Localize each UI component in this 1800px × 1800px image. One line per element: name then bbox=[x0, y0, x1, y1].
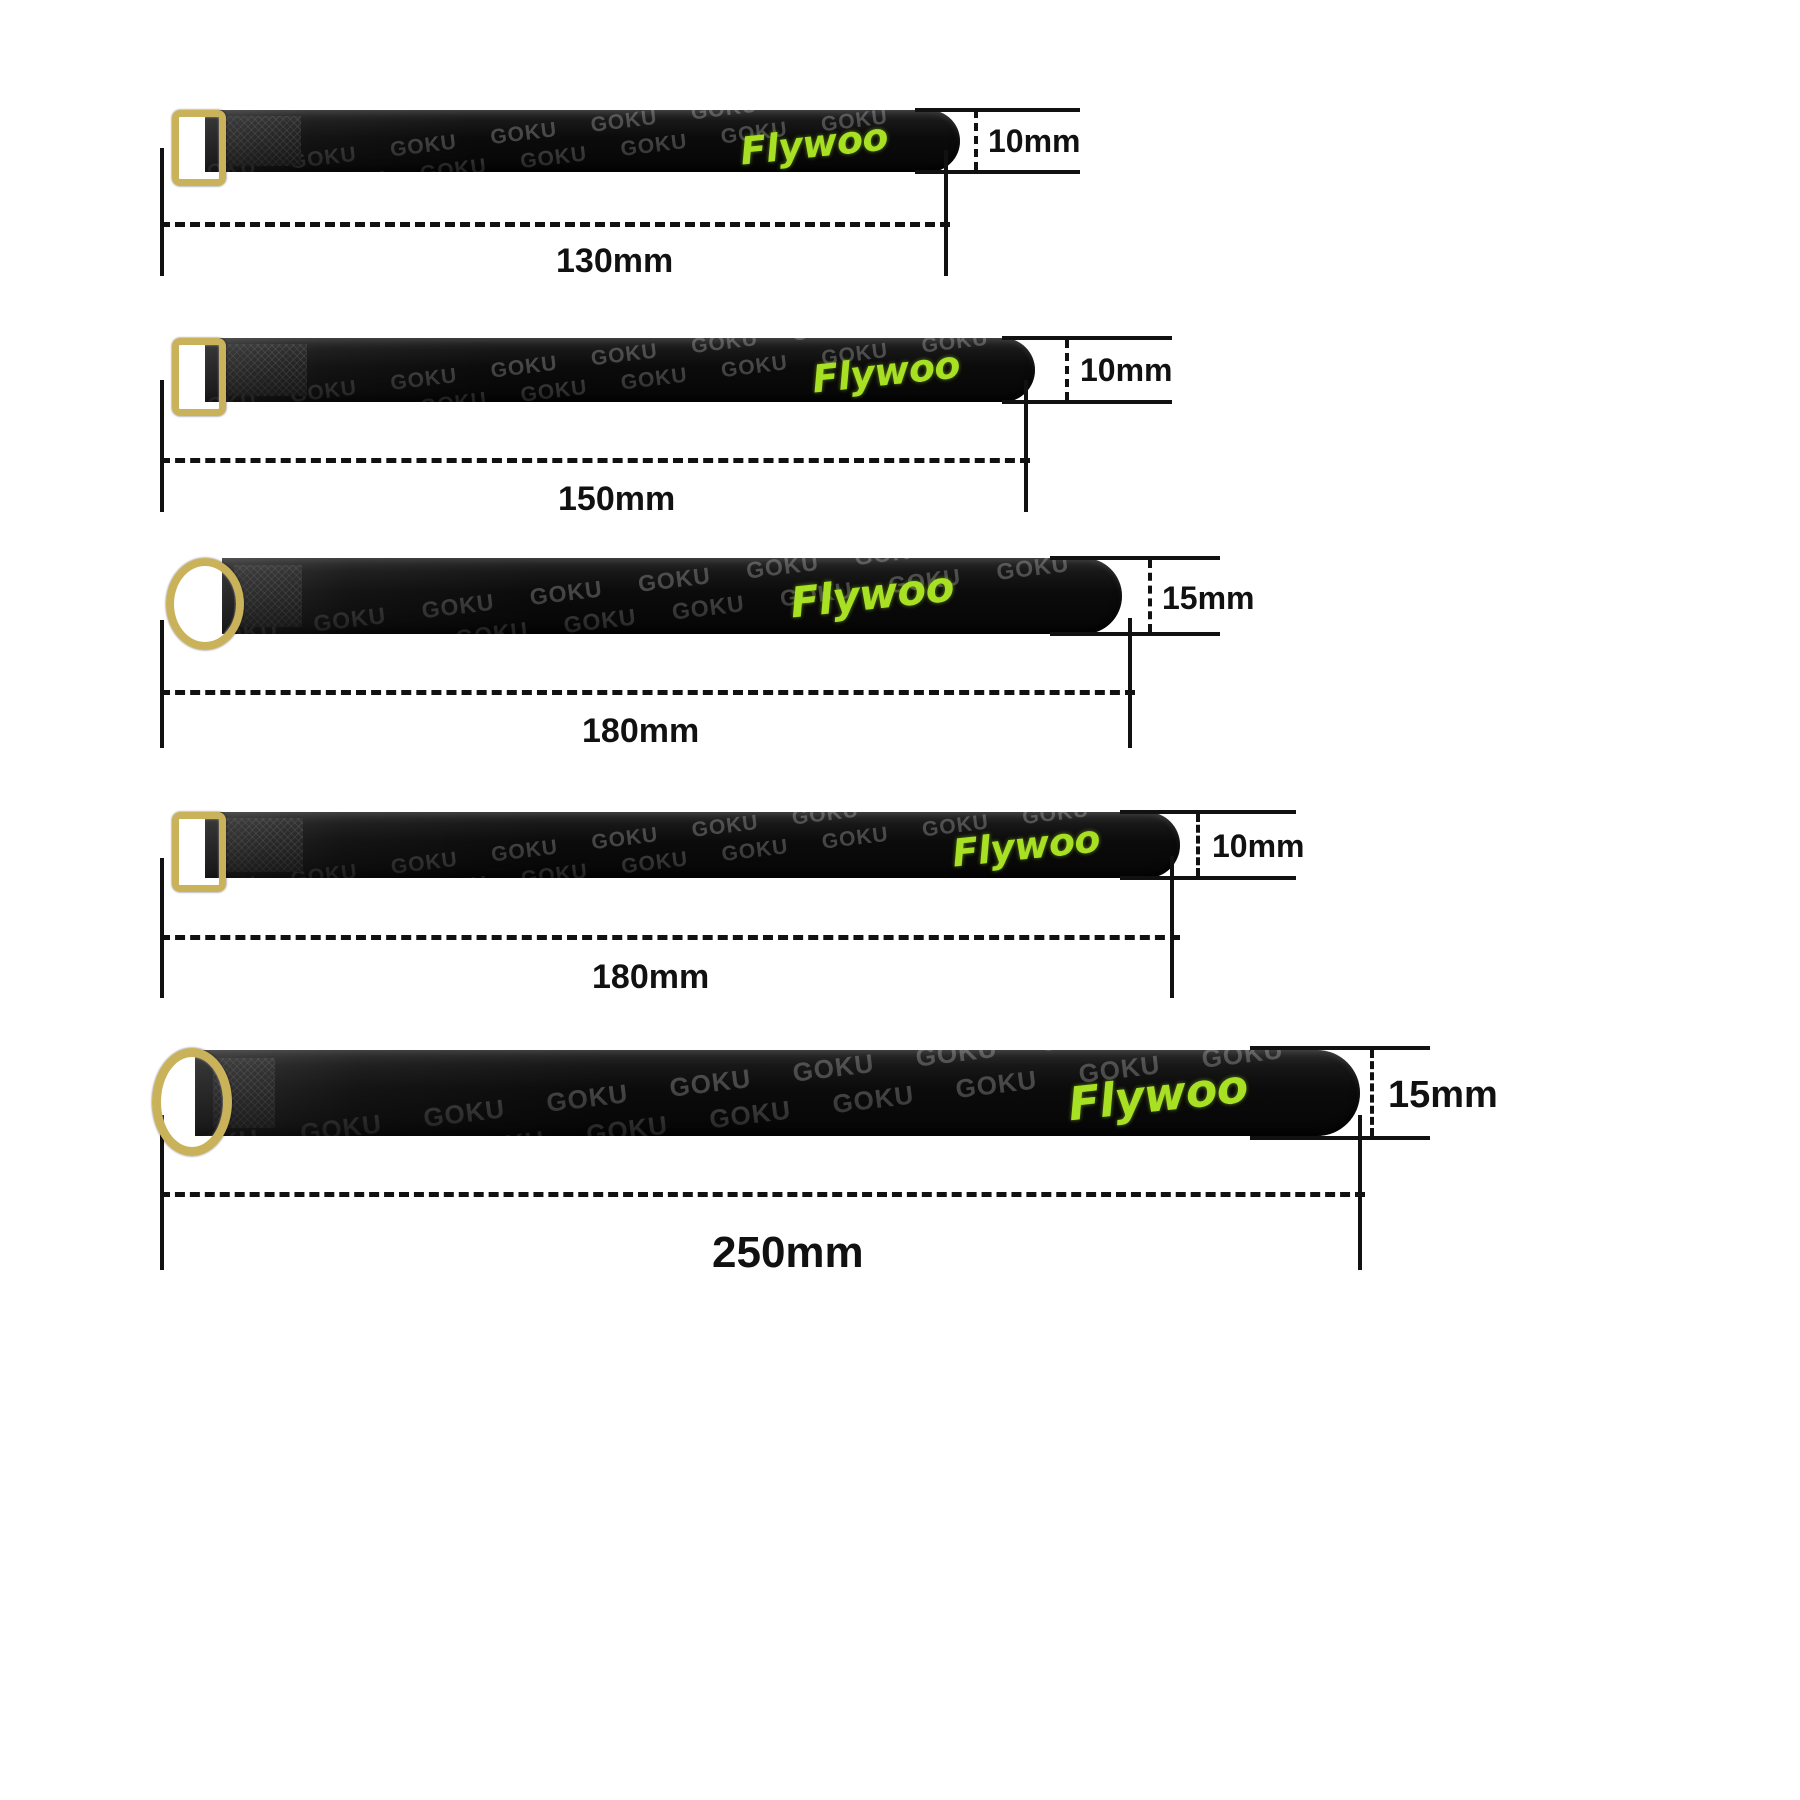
watermark-text: GOKU bbox=[519, 142, 589, 172]
watermark-text: GOKU bbox=[421, 1092, 507, 1133]
buckle-ring-150 bbox=[172, 338, 226, 416]
watermark-text: GOKU bbox=[720, 835, 790, 867]
width-label-130: 10mm bbox=[988, 123, 1081, 159]
velcro-texture bbox=[223, 344, 307, 396]
watermark-text: GOKU bbox=[719, 351, 790, 383]
length-dim-line-150 bbox=[160, 458, 1030, 463]
width-leader-bottom-150 bbox=[1002, 400, 1172, 404]
extension-line-right-180b bbox=[1170, 856, 1174, 998]
width-leader-bottom-180b bbox=[1120, 876, 1296, 880]
velcro-patch-180b bbox=[223, 818, 303, 872]
watermark-text: GOKU bbox=[298, 1107, 384, 1136]
watermark-text: GOKU bbox=[389, 363, 459, 395]
width-leader-top-180b bbox=[1120, 810, 1296, 814]
extension-line-right-130 bbox=[944, 150, 948, 276]
width-leader-top-150 bbox=[1002, 336, 1172, 340]
extension-line-left-130 bbox=[160, 148, 164, 276]
velcro-texture bbox=[223, 818, 303, 872]
buckle-ring-180b bbox=[172, 812, 226, 892]
watermark-text: GOKU bbox=[636, 561, 713, 597]
watermark-text: GOKU bbox=[562, 602, 638, 634]
length-label-130: 130mm bbox=[556, 242, 674, 280]
watermark-text: GOKU bbox=[667, 1062, 753, 1103]
buckle-ring-250 bbox=[152, 1048, 232, 1156]
width-leader-bottom-180a bbox=[1050, 632, 1220, 636]
extension-line-left-180b bbox=[160, 858, 164, 998]
width-dim-line-150 bbox=[1065, 340, 1069, 400]
length-label-250: 250mm bbox=[712, 1228, 864, 1277]
buckle-ring-130 bbox=[172, 110, 226, 186]
velcro-patch-150 bbox=[223, 344, 307, 396]
watermark-text: GOKU bbox=[589, 339, 659, 371]
width-leader-top-250 bbox=[1250, 1046, 1430, 1050]
width-label-150: 10mm bbox=[1080, 352, 1173, 388]
watermark-text: GOKU bbox=[953, 1063, 1039, 1104]
length-label-150: 150mm bbox=[558, 480, 676, 518]
watermark-text: GOKU bbox=[994, 558, 1071, 585]
watermark-text: GOKU bbox=[830, 1078, 916, 1119]
watermark-text: GOKU bbox=[388, 130, 459, 162]
watermark-text: GOKU bbox=[389, 847, 460, 878]
watermark-text: GOKU bbox=[544, 1077, 630, 1118]
watermark-text: GOKU bbox=[670, 589, 747, 625]
watermark-text: GOKU bbox=[620, 847, 690, 878]
watermark-text: GOKU bbox=[311, 601, 388, 634]
watermark-text: GOKU bbox=[519, 375, 589, 402]
length-dim-line-180b bbox=[160, 935, 1180, 940]
length-dim-line-130 bbox=[160, 222, 950, 227]
watermark-text: GOKU bbox=[420, 588, 496, 623]
strap-body-180a: GOKU GOKU GOKU GOKU GOKU GOKU GOKU GOKU … bbox=[222, 558, 1122, 634]
velcro-patch-180a bbox=[234, 565, 302, 627]
length-label-180b: 180mm bbox=[592, 958, 710, 996]
velcro-patch-130 bbox=[223, 116, 301, 166]
width-leader-bottom-130 bbox=[915, 170, 1080, 174]
watermark-text: GOKU bbox=[707, 1094, 793, 1134]
width-label-180a: 15mm bbox=[1162, 580, 1255, 616]
watermark-text: GOKU bbox=[489, 835, 560, 867]
width-label-180b: 10mm bbox=[1212, 828, 1305, 864]
length-dim-line-250 bbox=[160, 1192, 1365, 1197]
watermark-text: GOKU bbox=[619, 363, 689, 395]
buckle-ring-180a bbox=[166, 558, 244, 650]
watermark-text: GOKU bbox=[590, 823, 660, 855]
watermark-text: GOKU bbox=[584, 1109, 670, 1136]
width-dim-line-130 bbox=[974, 110, 978, 170]
watermark-text: GOKU bbox=[690, 812, 760, 842]
width-label-250: 15mm bbox=[1388, 1074, 1498, 1116]
length-dim-line-180a bbox=[160, 690, 1135, 695]
goku-watermark-180a: GOKU GOKU GOKU GOKU GOKU GOKU GOKU GOKU … bbox=[222, 558, 1122, 634]
watermark-text: GOKU bbox=[489, 351, 559, 383]
length-label-180a: 180mm bbox=[582, 712, 700, 750]
extension-line-right-180a bbox=[1128, 618, 1132, 748]
watermark-text: GOKU bbox=[820, 822, 890, 854]
width-leader-bottom-250 bbox=[1250, 1136, 1430, 1140]
watermark-text: GOKU bbox=[489, 118, 559, 150]
velcro-texture bbox=[223, 116, 301, 166]
width-leader-top-130 bbox=[915, 108, 1080, 112]
extension-line-left-180a bbox=[160, 620, 164, 748]
velcro-texture bbox=[234, 565, 302, 627]
width-dim-line-250 bbox=[1370, 1050, 1374, 1136]
extension-line-right-150 bbox=[1024, 380, 1028, 512]
width-dim-line-180b bbox=[1196, 814, 1200, 876]
watermark-text: GOKU bbox=[528, 574, 604, 610]
watermark-text: GOKU bbox=[619, 129, 689, 161]
extension-line-left-150 bbox=[160, 380, 164, 512]
width-dim-line-180a bbox=[1148, 560, 1152, 632]
watermark-text: GOKU bbox=[790, 1050, 876, 1088]
width-leader-top-180a bbox=[1050, 556, 1220, 560]
